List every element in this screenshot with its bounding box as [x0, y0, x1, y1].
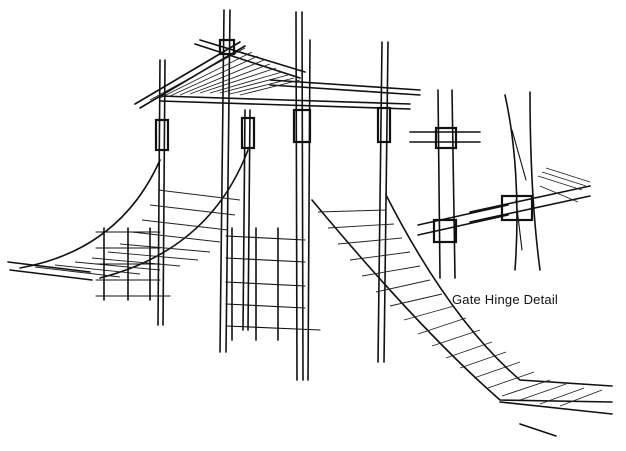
lashings [154, 38, 392, 152]
gate-hinge-detail [409, 89, 591, 279]
tower-poles [157, 9, 389, 381]
left-ladder [95, 227, 171, 301]
tower-platform [134, 39, 421, 110]
right-walkway [311, 194, 613, 437]
figure-caption: Gate Hinge Detail [452, 292, 559, 307]
centre-gate [225, 227, 321, 341]
